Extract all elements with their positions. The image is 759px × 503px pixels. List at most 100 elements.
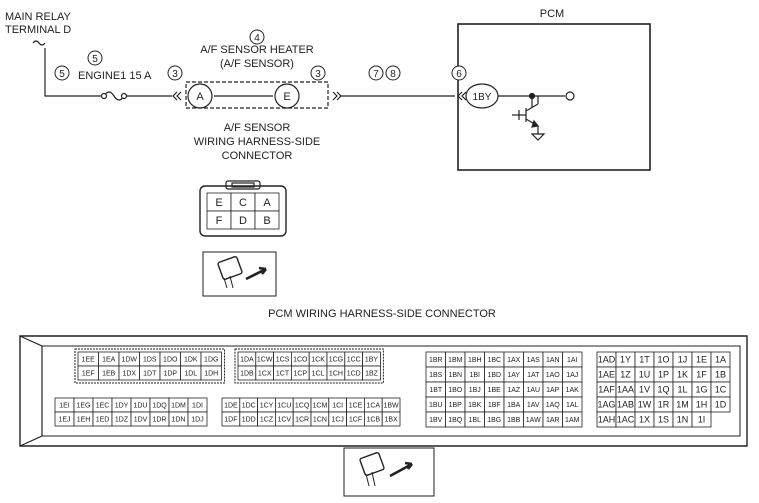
pin-label: 1U: [639, 370, 651, 380]
pin-label: 1CP: [293, 371, 307, 378]
pin-label: 1DD: [242, 417, 256, 424]
pcm-box: [457, 23, 651, 171]
pin-label: 1R: [658, 400, 670, 410]
pin-label: 1DV: [134, 417, 148, 424]
callout-number: 5: [59, 69, 65, 80]
main-relay-label: MAIN RELAY: [5, 11, 71, 23]
pin-label: 1CJ: [331, 417, 343, 424]
pin-label: 1AW: [526, 417, 541, 424]
pin-label: 1AP: [546, 387, 560, 394]
pin-label: 1EG: [76, 403, 90, 410]
pin-label: 1DT: [143, 371, 157, 378]
wire-relay-to-fuse: [44, 48, 104, 97]
pin-label: D: [239, 215, 247, 227]
pin-label: 1EC: [96, 403, 110, 410]
pin-label: 1BB: [507, 417, 521, 424]
pin-label: 1M: [676, 400, 689, 410]
pin-label: 1AM: [565, 417, 580, 424]
pin-label: 1DB: [240, 371, 254, 378]
pcm-label: PCM: [540, 8, 564, 20]
pin-label: 1DO: [163, 357, 178, 364]
pin-cell: [362, 365, 381, 381]
pin-label: 1BX: [384, 417, 398, 424]
pin-label: 1DW: [121, 357, 137, 364]
pin-label: 1G: [695, 385, 707, 395]
pin-label: 1BI: [469, 372, 480, 379]
pin-label: 1DA: [240, 357, 254, 364]
pin-label: 1EA: [102, 357, 116, 364]
pin-label: 1AC: [617, 415, 635, 425]
pin-label: 1BL: [469, 417, 482, 424]
pin-label: 1CO: [293, 357, 308, 364]
pin-label: 1N: [677, 415, 689, 425]
callout-circle: [310, 65, 326, 81]
terminal-1by: 1BY: [473, 92, 492, 103]
pin-cell: [187, 411, 208, 427]
pin-label: 1CT: [276, 371, 290, 378]
pin-label: 1BO: [448, 387, 463, 394]
pin-label: 1AS: [527, 357, 541, 364]
pin-label: 1DS: [143, 357, 157, 364]
pin-label: 1H: [696, 400, 708, 410]
pin-label: 1BH: [468, 357, 482, 364]
pin-label: 1AH: [598, 415, 616, 425]
pin-label: 1BZ: [365, 371, 379, 378]
pin-label: 1DH: [204, 371, 218, 378]
pin-label: 1BU: [429, 402, 443, 409]
pin-label: 1AT: [527, 372, 540, 379]
pin-label: 1CZ: [260, 417, 274, 424]
pin-label: 1AJ: [566, 372, 578, 379]
pin-label: 1S: [658, 415, 669, 425]
pin-label: 1CF: [349, 417, 362, 424]
pin-label: 1EJ: [58, 417, 70, 424]
af-connector-title-3: CONNECTOR: [222, 150, 293, 162]
pin-label: 1DG: [204, 357, 218, 364]
pin-label: 1J: [678, 355, 688, 365]
pin-label: 1DU: [133, 403, 147, 410]
pin-label: 1DK: [184, 357, 198, 364]
plug-illustrations: [217, 255, 414, 487]
pin-label: 1BY: [365, 357, 379, 364]
pin-cell: [562, 411, 583, 428]
pin-label: 1D: [715, 400, 727, 410]
pin-label: 1CV: [277, 417, 291, 424]
pin-label: 1EB: [102, 371, 116, 378]
callout-number: 5: [92, 54, 98, 65]
pin-label: 1EF: [82, 371, 95, 378]
pin-cell: [200, 365, 222, 381]
pin-label: 1F: [696, 370, 707, 380]
pin-label: 1DY: [115, 403, 129, 410]
pin-label: 1AK: [566, 387, 580, 394]
pin-label: E: [215, 197, 222, 209]
pin-label: 1DC: [242, 403, 256, 410]
pin-label: 1DE: [224, 403, 238, 410]
pin-cell: [381, 411, 401, 427]
pin-label: 1CX: [258, 371, 272, 378]
pin-label: 1EI: [59, 403, 70, 410]
pin-label: 1CS: [276, 357, 290, 364]
pin-label: 1BD: [487, 372, 501, 379]
pin-label: 1BJ: [469, 387, 481, 394]
pin-label: 1CB: [366, 417, 380, 424]
callout-number: 7: [373, 69, 379, 80]
pin-label: 1BT: [429, 387, 443, 394]
pin-label: 1DJ: [191, 417, 203, 424]
pin-label: 1DX: [122, 371, 136, 378]
pin-label: 1BE: [488, 387, 502, 394]
pin-label: 1V: [639, 385, 650, 395]
callout-number: 6: [456, 69, 462, 80]
pin-label: 1AL: [566, 402, 579, 409]
pin-label: 1ED: [96, 417, 110, 424]
pin-label: 1CQ: [295, 403, 310, 410]
pin-label: 1T: [639, 355, 650, 365]
pin-label: 1AO: [546, 372, 561, 379]
main-relay-terminal-label: TERMINAL D: [5, 24, 71, 36]
main-relay-terminal-mark: [32, 40, 46, 46]
fuse-symbol: [103, 91, 125, 101]
pin-label: F: [216, 215, 223, 227]
pin-label: 1DR: [152, 417, 166, 424]
pin-label: 1AD: [598, 355, 616, 365]
heater-sublabel: (A/F SENSOR): [220, 58, 294, 70]
pin-label: 1CI: [332, 403, 343, 410]
